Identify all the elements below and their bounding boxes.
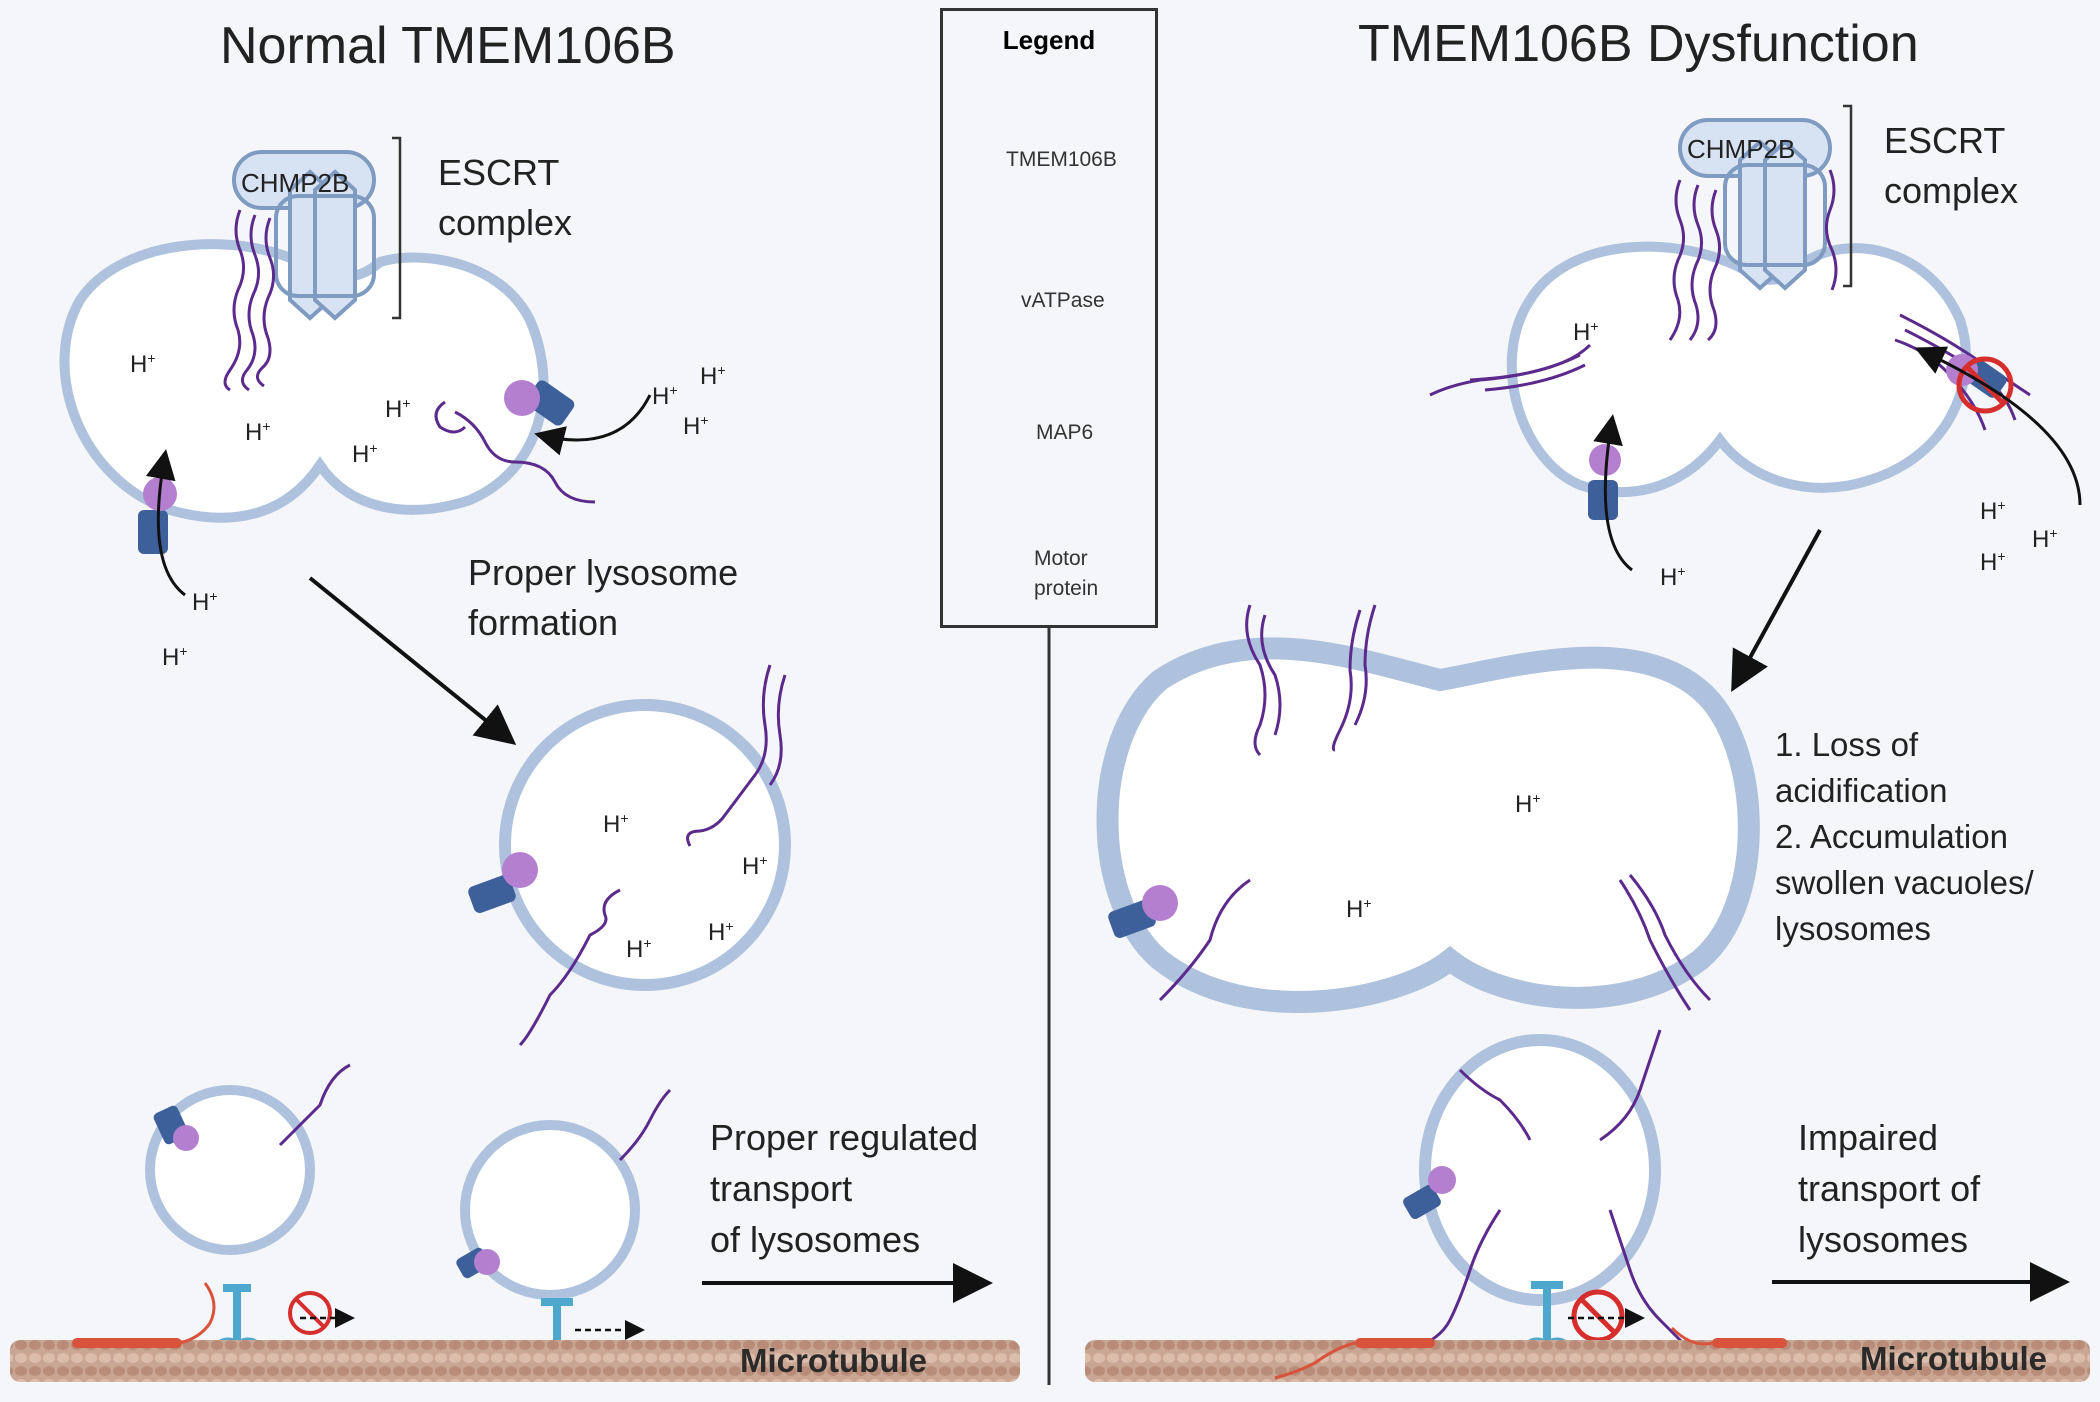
legend-label-map6: MAP6 (1036, 421, 1094, 444)
proton-label: H+ (683, 412, 709, 440)
map6-right-1 (1274, 1338, 1435, 1380)
vatpase-right-dumbbell-left (1588, 444, 1621, 520)
escrt-label-right-1: ESCRT (1884, 120, 2006, 161)
escrt-complex-right (1678, 104, 1853, 291)
proton-label: H+ (652, 382, 678, 410)
transport-label-left-1: Proper regulated (710, 1117, 979, 1158)
legend-title: Legend (1002, 25, 1096, 55)
effect-label-2c: lysosomes (1775, 910, 1931, 947)
transport-label-right-1: Impaired (1798, 1117, 1939, 1158)
effect-label-2b: swollen vacuoles/ (1775, 864, 2034, 901)
tmem106b-cluster-left (223, 209, 275, 392)
proton-label: H+ (708, 918, 734, 946)
proton-label: H+ (352, 440, 378, 468)
proton-label: H+ (1573, 318, 1599, 346)
proton-label: H+ (700, 362, 726, 390)
lysosome-membrane-left-top (59, 239, 549, 523)
title-left: Normal TMEM106B (220, 17, 676, 75)
proton-label: H+ (603, 810, 629, 838)
proton-label: H+ (2032, 525, 2058, 553)
chmp2b-label-right: CHMP2B (1687, 134, 1796, 164)
effect-label-1b: acidification (1775, 772, 1948, 809)
microtubule-left (10, 1340, 1020, 1382)
proton-label: H+ (626, 935, 652, 963)
proton-label: H+ (1980, 497, 2006, 525)
lysosome-membrane-right-top (1506, 241, 1971, 497)
legend-label-protein: protein (1034, 577, 1099, 600)
chmp2b-label-left: CHMP2B (241, 168, 350, 198)
escrt-label-right-2: complex (1884, 170, 2019, 211)
transport-label-right-3: lysosomes (1798, 1219, 1969, 1260)
effect-label-2a: 2. Accumulation (1775, 818, 2008, 855)
lysosome-transport-left-2 (460, 1120, 640, 1300)
effect-label-1a: 1. Loss of (1775, 726, 1919, 763)
title-right: TMEM106B Dysfunction (1358, 15, 1919, 73)
vatpase-proper-lysosome (468, 852, 538, 913)
proton-label: H+ (1346, 895, 1372, 923)
escrt-label-left-1: ESCRT (438, 152, 560, 193)
proton-label: H+ (1660, 563, 1686, 591)
proton-label: H+ (1515, 790, 1541, 818)
proton-label: H+ (192, 588, 218, 616)
inhibit-symbol-right-transport (1571, 1289, 1625, 1343)
legend-box: Legend TMEM106B vATPase MAP6 Motor prote… (940, 8, 1158, 628)
legend-label-tmem106b: TMEM106B (1006, 148, 1117, 171)
lysosome-impaired-transport (1419, 1034, 1661, 1306)
microtubule-label-right: Microtubule (1860, 1340, 2047, 1377)
vatpase-left-dumbbell-right (504, 380, 575, 426)
proton-label: H+ (162, 643, 188, 671)
escrt-label-left-2: complex (438, 202, 573, 243)
transport-label-left-2: transport (710, 1168, 853, 1209)
transport-label-right-2: transport of (1798, 1168, 1981, 1209)
proton-label: H+ (245, 418, 271, 446)
inhibit-symbol-left (288, 1291, 332, 1335)
formation-label-1: Proper lysosome (468, 552, 739, 593)
vatpase-swollen-lysosome (1108, 885, 1178, 938)
legend-label-vatpase: vATPase (1021, 289, 1105, 312)
escrt-complex-left (232, 136, 402, 321)
proton-label: H+ (130, 350, 156, 378)
proton-label: H+ (742, 852, 768, 880)
vatpase-impaired-lysosome (1403, 1166, 1456, 1220)
map6-left (72, 1282, 216, 1348)
legend-label-motor: Motor (1034, 547, 1088, 570)
transport-label-left-3: of lysosomes (710, 1219, 921, 1260)
lysosome-swollen (1096, 637, 1760, 1013)
lysosome-proper (499, 699, 791, 991)
formation-label-2: formation (468, 602, 619, 643)
microtubule-label-left: Microtubule (740, 1342, 927, 1379)
proton-label: H+ (1980, 548, 2006, 576)
proton-label: H+ (385, 395, 411, 423)
map6-right-2 (1670, 1326, 1787, 1348)
